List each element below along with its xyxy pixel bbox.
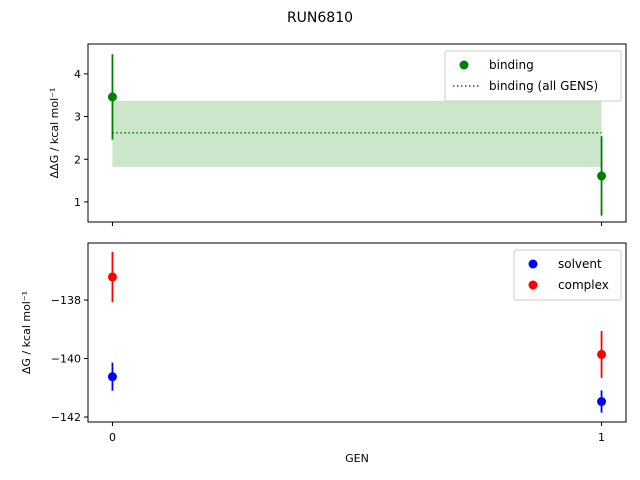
legend: binding binding (all GENS) bbox=[444, 50, 622, 102]
data-point bbox=[107, 92, 117, 102]
axes-frame bbox=[87, 43, 627, 223]
legend-label: solvent bbox=[558, 257, 602, 271]
y-tick-label: −142 bbox=[51, 411, 81, 424]
legend-dot-marker bbox=[459, 60, 469, 70]
chart-title: RUN6810 bbox=[287, 10, 353, 26]
y-tick-label: 3 bbox=[74, 111, 81, 124]
legend-label: binding bbox=[489, 58, 534, 72]
y-tick-label: 2 bbox=[74, 153, 81, 166]
data-point bbox=[107, 272, 117, 282]
legend-box bbox=[444, 50, 622, 102]
data-point bbox=[597, 171, 607, 181]
y-axis-label: ΔG / kcal mol⁻¹ bbox=[20, 291, 33, 374]
legend-label: binding (all GENS) bbox=[489, 79, 598, 93]
data-point bbox=[597, 349, 607, 359]
y-tick-label: −138 bbox=[51, 294, 81, 307]
legend-dot-marker bbox=[528, 280, 538, 290]
x-tick-label: 1 bbox=[598, 431, 605, 444]
legend-box bbox=[513, 249, 622, 301]
legend-dot-marker bbox=[528, 259, 538, 269]
legend: solvent complex bbox=[513, 249, 622, 301]
data-point bbox=[107, 372, 117, 382]
y-tick-label: −140 bbox=[51, 353, 81, 366]
confidence-band bbox=[112, 100, 602, 167]
axes-frame bbox=[87, 242, 627, 423]
y-tick-label: 4 bbox=[74, 68, 81, 81]
legend-label: complex bbox=[558, 278, 609, 292]
x-axis-label: GEN bbox=[345, 452, 369, 465]
bottom-axes: 0 1 −138 −140 −142 ΔG / kcal mol⁻¹ GEN solvent c… bbox=[20, 242, 627, 465]
data-point bbox=[597, 397, 607, 407]
y-axis-label: ΔΔG / kcal mol⁻¹ bbox=[48, 88, 61, 179]
y-tick-label: 1 bbox=[74, 196, 81, 209]
x-tick-label: 0 bbox=[109, 431, 116, 444]
